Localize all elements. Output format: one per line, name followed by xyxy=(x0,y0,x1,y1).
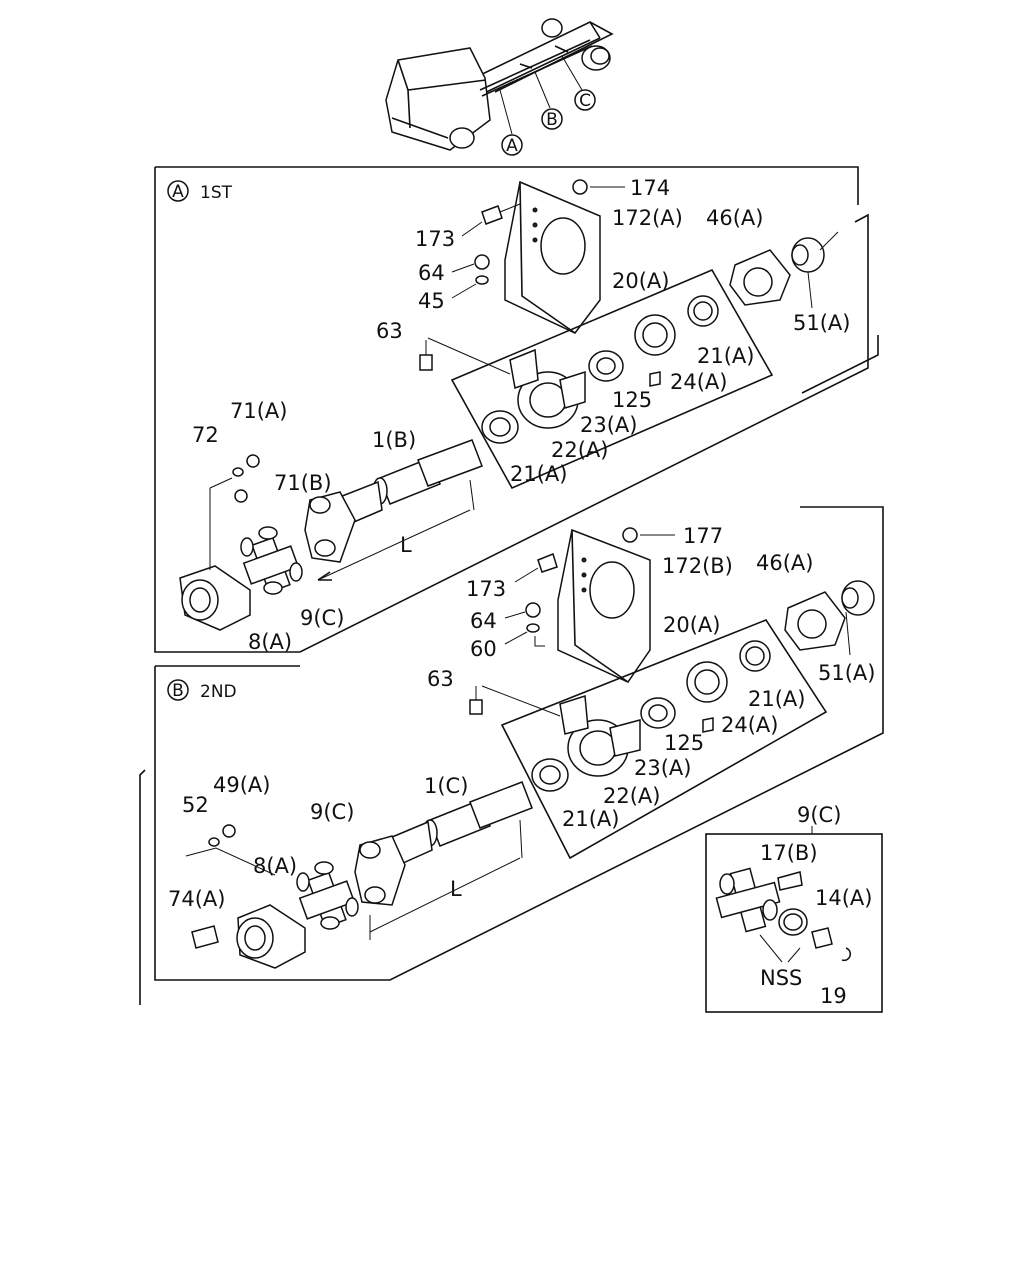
label-173: 173 xyxy=(415,227,455,251)
bracket-23a xyxy=(559,370,586,409)
labels-second: 177 173 172(B) 46(A) 64 60 20(A) 51(A) 6… xyxy=(168,524,875,911)
label-125: 125 xyxy=(612,388,652,412)
labels-first: 174 173 172(A) 46(A) 64 45 20(A) 51(A) 6… xyxy=(192,176,850,654)
nut-64-second xyxy=(525,602,541,618)
bolt-63-second xyxy=(469,699,483,715)
label-22a-second: 22(A) xyxy=(603,784,660,808)
label-172b: 172(B) xyxy=(662,554,733,578)
label-17b: 17(B) xyxy=(760,841,818,865)
label-length: L xyxy=(400,533,412,557)
label-45: 45 xyxy=(418,289,445,313)
label-1b: 1(B) xyxy=(372,428,416,452)
callout-c-circle xyxy=(574,89,596,111)
section-first-title: 1ST xyxy=(200,183,233,203)
callout-a-circle xyxy=(501,134,523,156)
nut-49a xyxy=(222,824,236,838)
label-46a-second: 46(A) xyxy=(756,551,813,575)
label-length-second: L xyxy=(450,877,462,901)
section-second-letter: B xyxy=(172,681,184,701)
bracket-23a-second xyxy=(609,719,641,757)
label-52: 52 xyxy=(182,793,209,817)
section-first-letter: A xyxy=(172,182,184,202)
label-172a: 172(A) xyxy=(612,206,683,230)
label-63-second: 63 xyxy=(427,667,454,691)
label-9c: 9(C) xyxy=(300,606,344,630)
callout-c: C xyxy=(579,91,591,111)
label-72: 72 xyxy=(192,423,219,447)
nut-174 xyxy=(572,179,588,195)
grease-nipple-24a-second xyxy=(702,717,714,733)
label-19: 19 xyxy=(820,984,847,1008)
label-24a-second: 24(A) xyxy=(721,713,778,737)
callout-b: B xyxy=(546,110,558,130)
inset-spider xyxy=(715,867,781,933)
nut-71b xyxy=(234,489,248,503)
labels-inset: 9(C) 17(B) 14(A) NSS 19 xyxy=(760,803,872,1008)
callout-b-circle xyxy=(541,108,563,130)
label-24a: 24(A) xyxy=(670,370,727,394)
label-9c-second: 9(C) xyxy=(310,800,354,824)
label-177: 177 xyxy=(683,524,723,548)
label-125-second: 125 xyxy=(664,731,704,755)
inset-title: 9(C) xyxy=(797,803,841,827)
washer-52 xyxy=(208,837,220,847)
label-63: 63 xyxy=(376,319,403,343)
label-51a: 51(A) xyxy=(793,311,850,335)
bolt-173 xyxy=(481,205,503,225)
label-71b: 71(B) xyxy=(274,471,332,495)
label-51a-second: 51(A) xyxy=(818,661,875,685)
label-8a-second: 8(A) xyxy=(253,854,297,878)
inset-universal-joint xyxy=(705,826,883,1013)
grease-nipple-24a xyxy=(649,371,661,387)
washer-45 xyxy=(475,275,489,285)
washer-72 xyxy=(232,467,244,477)
section-first-parts xyxy=(179,179,839,631)
label-nss: NSS xyxy=(760,966,802,990)
bolt-63 xyxy=(419,354,433,371)
label-23a-second: 23(A) xyxy=(634,756,691,780)
label-64-second: 64 xyxy=(470,609,497,633)
label-1c: 1(C) xyxy=(424,774,468,798)
washer-60 xyxy=(526,623,540,633)
label-74a: 74(A) xyxy=(168,887,225,911)
section-second-parts xyxy=(185,527,875,969)
label-71a: 71(A) xyxy=(230,399,287,423)
section-second-title: 2ND xyxy=(200,682,237,702)
bolt-74a xyxy=(191,925,219,949)
label-173-second: 173 xyxy=(466,577,506,601)
nut-71a xyxy=(246,454,260,468)
callout-a: A xyxy=(506,136,518,156)
spider-9c-second xyxy=(296,861,359,930)
section-first-frame: A 1ST xyxy=(154,166,879,653)
section-second-frame: B 2ND xyxy=(139,506,884,1005)
label-46a: 46(A) xyxy=(706,206,763,230)
label-174: 174 xyxy=(630,176,670,200)
bearing-cup xyxy=(811,927,833,949)
spider-9c-first xyxy=(240,526,303,595)
truck-overview: A B C xyxy=(385,18,614,156)
bolt-173-second xyxy=(537,553,558,573)
label-8a: 8(A) xyxy=(248,630,292,654)
label-21a-top-second: 21(A) xyxy=(748,687,805,711)
label-21a-bottom: 21(A) xyxy=(510,462,567,486)
label-20a-second: 20(A) xyxy=(663,613,720,637)
label-23a: 23(A) xyxy=(580,413,637,437)
label-64: 64 xyxy=(418,261,445,285)
label-20a: 20(A) xyxy=(612,269,669,293)
nut-64 xyxy=(474,254,490,270)
label-21a-top: 21(A) xyxy=(697,344,754,368)
label-22a: 22(A) xyxy=(551,438,608,462)
label-60: 60 xyxy=(470,637,497,661)
snap-ring-19 xyxy=(841,947,852,962)
label-21a-bottom-second: 21(A) xyxy=(562,807,619,831)
label-14a: 14(A) xyxy=(815,886,872,910)
grease-nipple-17b xyxy=(777,871,803,891)
nut-177 xyxy=(622,527,638,543)
label-49a: 49(A) xyxy=(213,773,270,797)
